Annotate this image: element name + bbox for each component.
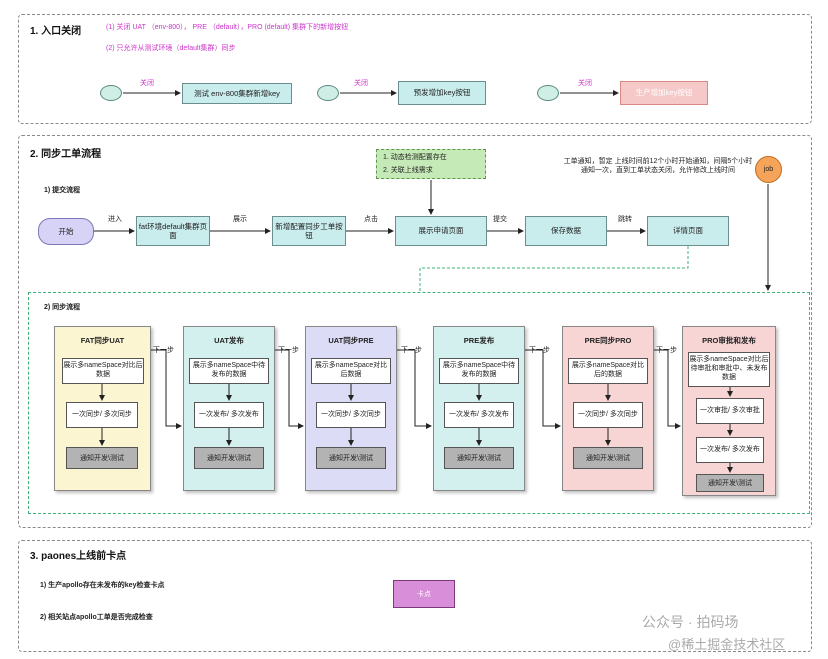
close-label-3: 关闭 [578, 80, 592, 87]
section3-item-1: 1) 生产apollo存在未发布的key检查卡点 [40, 582, 165, 589]
checkpoint-component: 卡点 [393, 580, 455, 608]
lane-1-title: FAT同步UAT [80, 336, 125, 345]
section3-item-2: 2) 相关站点apollo工单是否完成检查 [40, 614, 153, 621]
lane-6-box-2b: 一次发布/ 多次发布 [696, 437, 764, 463]
lane-4-box-2: 一次发布/ 多次发布 [444, 402, 514, 428]
watermark-line-1: 公众号 · 拍码场 [642, 614, 739, 630]
label-jump: 跳转 [618, 216, 632, 223]
lane-2-box-3: 通知开发\测试 [194, 447, 264, 469]
detail-to-sync-link [419, 246, 689, 292]
section-sync-flow [18, 135, 812, 528]
box-pre-add-key: 预发增加key按钮 [398, 81, 486, 105]
lane-2-box-1: 展示多nameSpace中待发布的数据 [189, 358, 269, 384]
box-pro-add-key: 生产增加key按钮 [620, 81, 708, 105]
lane-2-title: UAT发布 [214, 336, 244, 345]
section1-note-2: (2) 只允许从测试环境（default集群）同步 [106, 45, 236, 52]
next-arrow-4 [525, 349, 561, 429]
lane-2-box-2: 一次发布/ 多次发布 [194, 402, 264, 428]
watermark-line-2: @稀土掘金技术社区 [668, 637, 786, 652]
detail-page: 详情页面 [647, 216, 729, 246]
section1-title: 1. 入口关闭 [30, 26, 82, 37]
job-note: 工单通知，暂定 上线时间前12个小时开始通知，间隔5个小时通知一次，直到工单状态… [563, 158, 753, 175]
next-arrow-5 [654, 349, 681, 429]
lane-6-box-3: 通知开发\测试 [696, 474, 764, 492]
lane-4-box-1: 展示多nameSpace中待发布的数据 [439, 358, 519, 384]
section2-title: 2. 同步工单流程 [30, 149, 102, 160]
green-note-line-2: 2. 关联上线需求 [383, 167, 433, 174]
section1-note-1: (1) 关闭 UAT （env-800）， PRE （default），PRO … [106, 24, 349, 31]
start-circle-2 [317, 85, 339, 101]
box-test-env-add-key: 测试 env-800集群新增key [182, 83, 292, 104]
submit-flow-title: 1) 提交流程 [44, 187, 81, 194]
lane-3-box-3: 通知开发\测试 [316, 447, 386, 469]
job-circle: job [755, 156, 782, 183]
label-enter: 进入 [108, 216, 122, 223]
lane-4-box-3: 通知开发\测试 [444, 447, 514, 469]
lane-4-title: PRE发布 [463, 336, 495, 345]
label-submit: 提交 [493, 216, 507, 223]
lane-6-box-1: 展示多nameSpace对比后待审批和审批中、未发布数据 [688, 352, 770, 387]
lane-5-box-1: 展示多nameSpace对比后的数据 [568, 358, 648, 384]
lane-5-box-2: 一次同步/ 多次同步 [573, 402, 643, 428]
lane-5-box-3: 通知开发\测试 [573, 447, 643, 469]
section-entry-close [18, 14, 812, 124]
sync-flow-title: 2) 同步流程 [44, 304, 81, 311]
lane-3-title: UAT同步PRE [328, 336, 374, 345]
start-circle-3 [537, 85, 559, 101]
lane-6-box-2: 一次审批/ 多次审批 [696, 398, 764, 424]
close-label-1: 关闭 [140, 80, 154, 87]
label-click: 点击 [364, 216, 378, 223]
start-node: 开始 [38, 218, 94, 245]
lane-3-box-2: 一次同步/ 多次同步 [316, 402, 386, 428]
next-arrow-3 [397, 349, 432, 429]
lane-1-box-3: 通知开发\测试 [66, 447, 138, 469]
new-sync-order-button-box: 新增配置同步工单按钮 [272, 216, 346, 246]
green-note-line-1: 1. 动态检测配置存在 [383, 154, 447, 161]
section3-title: 3. paones上线前卡点 [30, 551, 127, 562]
lane-1-box-1: 展示多nameSpace对比后数据 [62, 358, 144, 384]
next-arrow-1 [151, 349, 182, 429]
save-data: 保存数据 [525, 216, 607, 246]
green-note: 1. 动态检测配置存在 2. 关联上线需求 [376, 149, 486, 179]
fat-default-page: fat环境default集群页面 [136, 216, 210, 246]
label-show: 展示 [233, 216, 247, 223]
apply-page: 展示申请页面 [395, 216, 487, 246]
sync-flow-container [28, 292, 810, 514]
start-circle-1 [100, 85, 122, 101]
lane-3-box-1: 展示多nameSpace对比后数据 [311, 358, 391, 384]
lane-6-title: PRO审批和发布 [702, 336, 756, 345]
section-paones-checkpoint [18, 540, 812, 652]
lane-1-box-2: 一次同步/ 多次同步 [66, 402, 138, 428]
close-label-2: 关闭 [354, 80, 368, 87]
lane-5-title: PRE同步PRO [584, 336, 632, 345]
next-arrow-2 [275, 349, 304, 429]
